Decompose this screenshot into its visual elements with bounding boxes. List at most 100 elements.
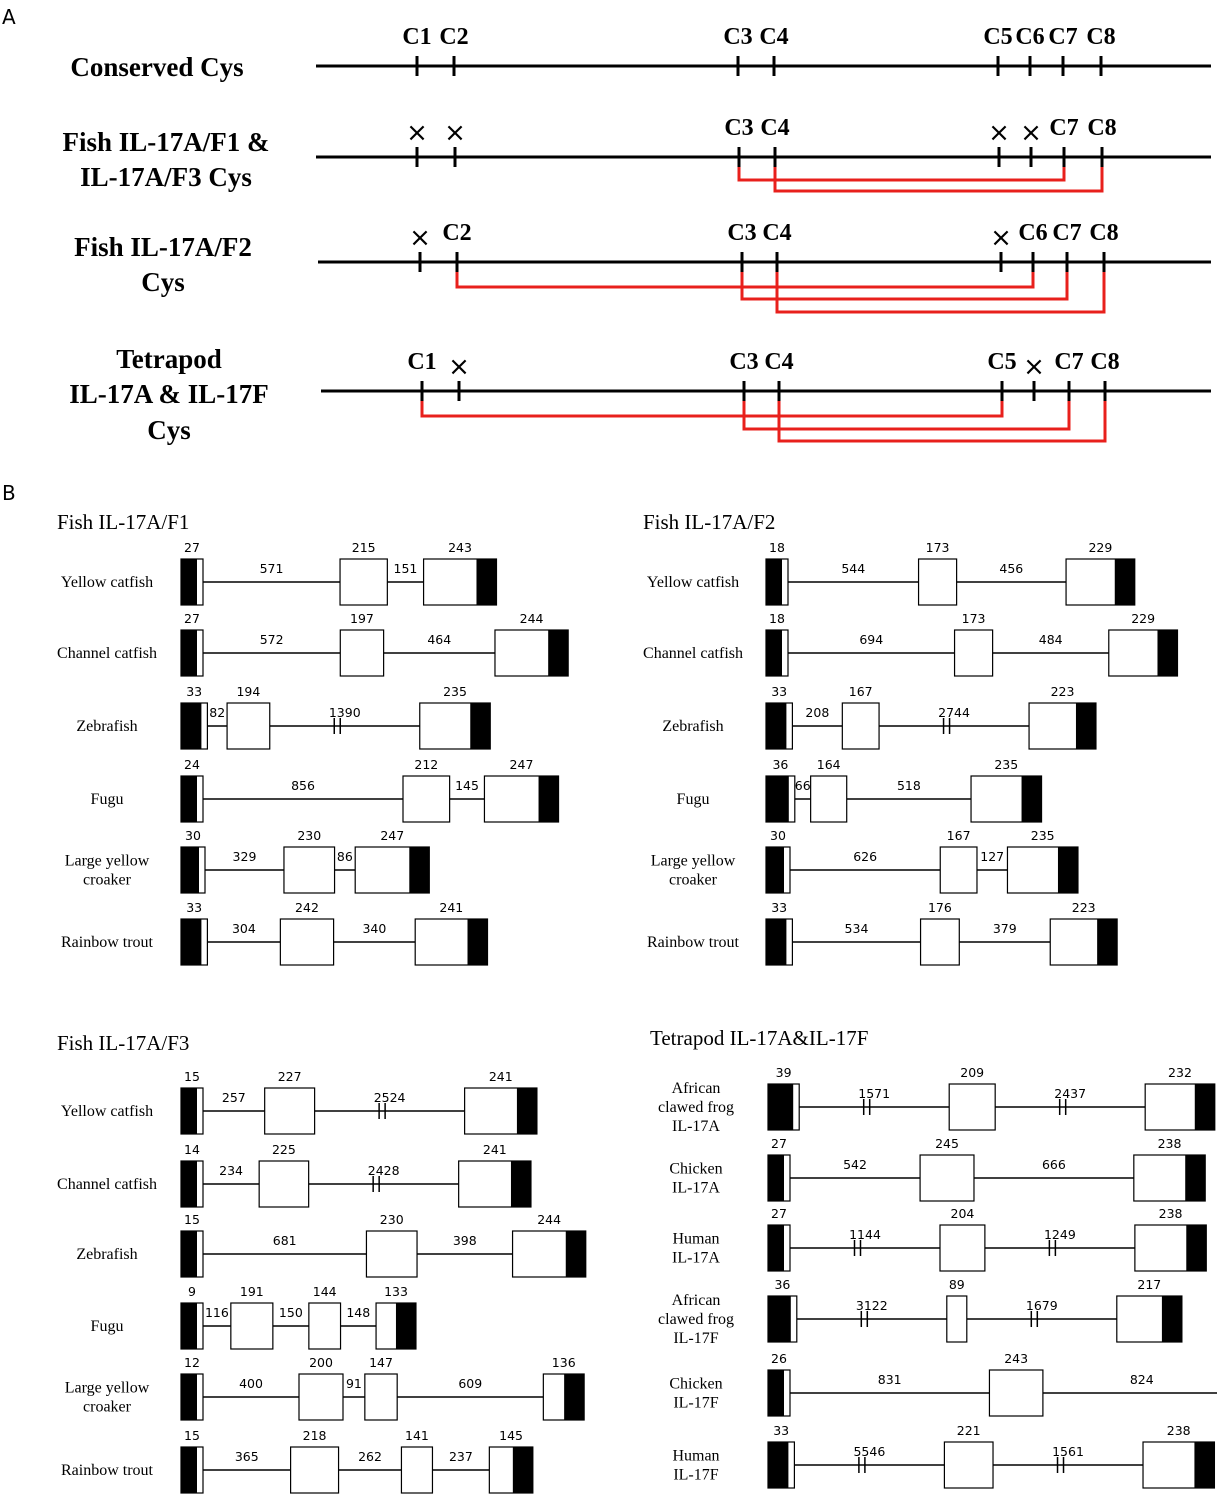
utr-5prime-block xyxy=(766,776,789,822)
exon-length-label: 30 xyxy=(185,828,201,843)
utr-3prime-block xyxy=(1186,1225,1207,1271)
species-label: clawed frog xyxy=(658,1099,734,1116)
exon: 241 xyxy=(414,900,489,966)
exon-length-label: 24 xyxy=(184,757,200,772)
intron: 1249 xyxy=(984,1227,1135,1256)
species-label: Yellow catfish xyxy=(647,574,739,591)
exon: 197 xyxy=(339,611,385,677)
cysteine-label: C3 xyxy=(724,115,753,141)
cysteine-label: C8 xyxy=(1090,349,1119,375)
utr-5prime-block xyxy=(181,919,202,965)
intron-length-label: 2524 xyxy=(374,1090,406,1105)
intron-length-label: 831 xyxy=(878,1372,902,1387)
utr-5prime-block xyxy=(181,847,199,893)
intron: 2437 xyxy=(995,1086,1146,1115)
gene-group-title: Fish IL-17A/F3 xyxy=(57,1031,189,1055)
exon-length-label: 229 xyxy=(1088,540,1112,555)
intron-length-label: 329 xyxy=(233,849,257,864)
intron-length-label: 257 xyxy=(222,1090,246,1105)
cysteine-label: C3 xyxy=(729,349,758,375)
utr-3prime-block xyxy=(516,1088,537,1134)
intron-length-label: 572 xyxy=(260,632,284,647)
cysteine-label: C4 xyxy=(760,115,789,141)
species-label: Rainbow trout xyxy=(647,934,740,951)
intron-length-label: 856 xyxy=(291,778,315,793)
cys-row-label: IL-17A & IL-17F xyxy=(69,379,269,409)
intron: 534 xyxy=(792,921,921,943)
exon-length-label: 238 xyxy=(1167,1423,1191,1438)
exon: 12 xyxy=(180,1355,204,1421)
exon-length-label: 230 xyxy=(380,1212,404,1227)
utr-5prime-block xyxy=(766,847,784,893)
exon-length-label: 27 xyxy=(771,1206,787,1221)
intron-length-label: 151 xyxy=(394,561,418,576)
intron: 1561 xyxy=(993,1444,1144,1473)
exon-length-label: 173 xyxy=(926,540,950,555)
species-label: African xyxy=(672,1292,721,1309)
intron: 150 xyxy=(272,1305,309,1327)
utr-5prime-block xyxy=(766,703,787,749)
species-label: Human xyxy=(672,1448,719,1465)
intron-length-label: 694 xyxy=(859,632,883,647)
cysteine-label: C5 xyxy=(983,24,1012,50)
exon: 15 xyxy=(180,1069,204,1135)
exon: 241 xyxy=(458,1142,532,1208)
disulfide-bond-C3-C7 xyxy=(737,167,1066,182)
cysteine-label: C6 xyxy=(1015,24,1044,50)
utr-5prime-block xyxy=(766,559,782,605)
exon-length-label: 215 xyxy=(352,540,376,555)
intron: 237 xyxy=(432,1449,490,1471)
species-label: clawed frog xyxy=(658,1311,734,1328)
exon-length-label: 18 xyxy=(769,611,785,626)
utr-3prime-block xyxy=(467,919,488,965)
intron: 3122 xyxy=(796,1298,947,1327)
cysteine-label: C1 xyxy=(402,24,431,50)
utr-3prime-block xyxy=(1057,847,1078,893)
cysteine-label: C4 xyxy=(762,220,791,246)
exon: 144 xyxy=(308,1284,342,1350)
intron: 694 xyxy=(788,632,955,654)
exon-length-label: 147 xyxy=(369,1355,393,1370)
intron: 824 xyxy=(1042,1372,1217,1394)
utr-3prime-block xyxy=(409,847,430,893)
utr-5prime-block xyxy=(768,1225,784,1271)
cys-row-label: Cys xyxy=(147,415,191,445)
exon-length-label: 167 xyxy=(849,684,873,699)
utr-3prime-block xyxy=(1194,1084,1215,1130)
exon-length-label: 241 xyxy=(483,1142,507,1157)
exon-length-label: 33 xyxy=(186,900,202,915)
disulfide-bond-C3-C7 xyxy=(740,272,1069,301)
exon-length-label: 26 xyxy=(771,1351,787,1366)
utr-5prime-block xyxy=(181,703,202,749)
exon-length-label: 33 xyxy=(771,900,787,915)
utr-3prime-block xyxy=(1185,1155,1206,1201)
exon-length-label: 230 xyxy=(297,828,321,843)
intron-length-label: 1679 xyxy=(1026,1298,1058,1313)
exon: 33 xyxy=(180,684,208,750)
intron-length-label: 398 xyxy=(453,1233,477,1248)
exon: 9 xyxy=(180,1284,204,1350)
cysteine-label: C7 xyxy=(1054,349,1083,375)
exon-length-label: 212 xyxy=(414,757,438,772)
utr-5prime-block xyxy=(181,1231,197,1277)
exon: 209 xyxy=(948,1065,996,1131)
intron-length-label: 824 xyxy=(1130,1372,1154,1387)
exon: 36 xyxy=(767,1277,798,1343)
cys-row-label: Conserved Cys xyxy=(70,52,243,82)
cysteine-label: C8 xyxy=(1089,220,1118,246)
utr-5prime-block xyxy=(181,1303,197,1349)
species-label: Channel catfish xyxy=(643,645,743,662)
exon-box xyxy=(919,918,960,966)
